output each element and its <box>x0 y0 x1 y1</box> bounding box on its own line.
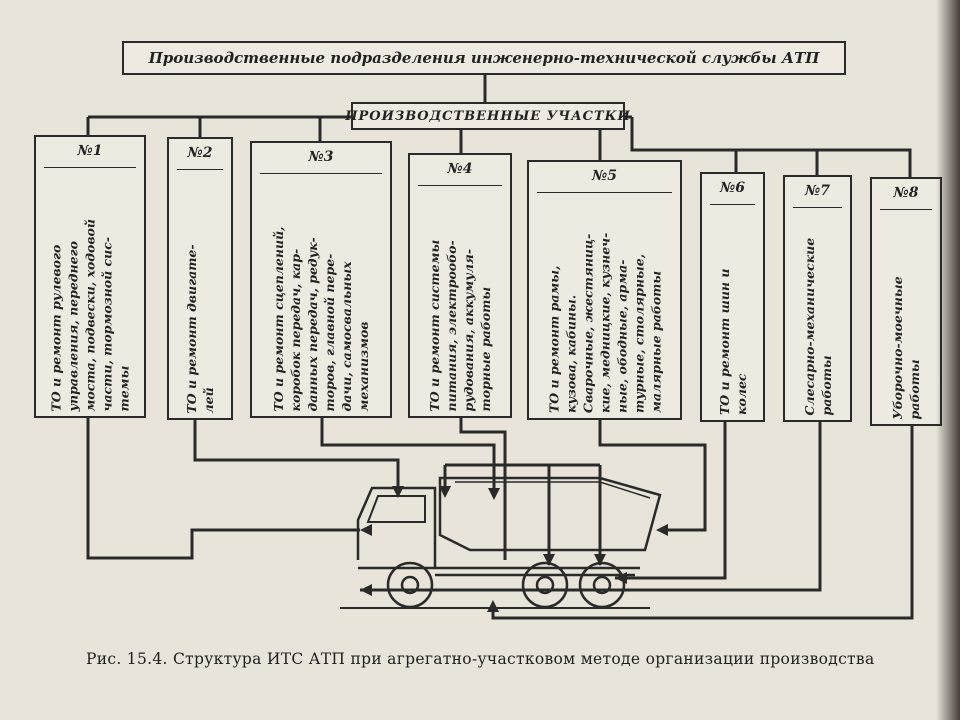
section-divider <box>44 167 136 168</box>
arrow-head <box>543 554 555 566</box>
section-divider <box>537 192 672 193</box>
section-number: №3 <box>308 149 334 165</box>
connector-line <box>86 418 360 560</box>
connector-line <box>320 418 496 465</box>
section-description: Слесарно-механические работы <box>801 237 834 415</box>
arrow-head <box>656 524 668 536</box>
section-description: ТО и ремонт рамы, кузова, кабины. Свароч… <box>546 232 663 413</box>
connector-line <box>615 422 727 580</box>
figure-caption: Рис. 15.4. Структура ИТС АТП при агрегат… <box>86 650 875 668</box>
section-box-6: №6 ТО и ремонт шин и колес <box>700 172 765 422</box>
section-divider <box>260 173 382 174</box>
section-box-4: №4 ТО и ремонт системы питания, электрооб… <box>408 153 512 418</box>
section-description: ТО и ремонт рулевого управления, передне… <box>48 218 132 411</box>
truck-illustration <box>340 476 662 609</box>
section-number: №6 <box>720 180 745 196</box>
section-number: №7 <box>805 183 830 199</box>
section-divider <box>793 207 842 208</box>
section-box-3: №3 ТО и ремонт сцеплений, коробок передач… <box>250 141 392 418</box>
section-description: ТО и ремонт сцеплений, коробок передач, … <box>271 225 371 411</box>
section-description: ТО и ремонт шин и колес <box>716 268 749 415</box>
section-box-1: №1 ТО и ремонт рулевого управления, перед… <box>34 135 146 418</box>
section-divider <box>880 209 932 210</box>
arrow-head <box>487 600 499 612</box>
connector-line <box>598 420 707 532</box>
section-divider <box>710 204 755 205</box>
section-number: №1 <box>77 143 103 159</box>
arrow-head <box>360 524 372 536</box>
section-description: ТО и ремонт двигате- лей <box>184 243 216 413</box>
arrow-head <box>594 554 606 566</box>
bus-line <box>630 117 912 177</box>
section-box-2: №2 ТО и ремонт двигате- лей <box>167 137 233 420</box>
section-description: Уборочно-моечные работы <box>890 275 922 419</box>
diagram-title: Производственные подразделения инженерно… <box>122 41 846 75</box>
section-box-5: №5 ТО и ремонт рамы, кузова, кабины. Свар… <box>527 160 682 420</box>
section-description: ТО и ремонт системы питания, электрообо-… <box>427 239 493 411</box>
arrow-head <box>488 488 500 500</box>
connector-line <box>360 422 822 592</box>
section-number: №2 <box>187 145 213 161</box>
arrow-head <box>360 584 372 596</box>
section-number: №4 <box>447 161 473 177</box>
connector-line <box>193 420 400 495</box>
section-divider <box>177 169 223 170</box>
section-divider <box>418 185 502 186</box>
connector-line <box>459 418 507 560</box>
section-number: №8 <box>893 185 919 201</box>
arrow-head <box>439 486 451 498</box>
sections-subtitle: ПРОИЗВОДСТВЕННЫЕ УЧАСТКИ <box>345 102 630 130</box>
section-number: №5 <box>592 168 617 184</box>
